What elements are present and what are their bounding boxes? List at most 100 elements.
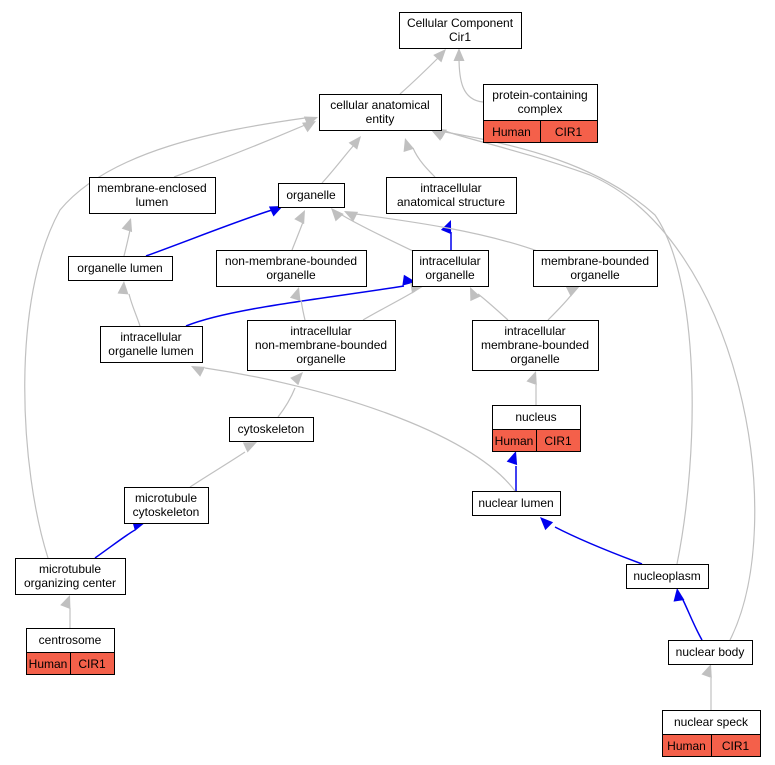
edge-line bbox=[554, 526, 643, 565]
edge-line bbox=[412, 147, 436, 178]
annotation-species: Human bbox=[492, 125, 531, 139]
edge-ns-nb bbox=[701, 664, 712, 710]
edge-line bbox=[355, 213, 541, 253]
arrow-head-icon bbox=[506, 451, 518, 466]
edge-line bbox=[123, 229, 131, 257]
node-label: organelle bbox=[266, 268, 316, 282]
edge-nb-np bbox=[673, 588, 703, 641]
edge-line bbox=[173, 124, 306, 178]
node-box bbox=[229, 417, 314, 442]
arrow-head-icon bbox=[117, 281, 129, 295]
node-label: protein-containing bbox=[492, 88, 587, 102]
node-nl[interactable]: nuclear lumen bbox=[472, 491, 561, 516]
edge-mtoc-cae bbox=[24, 116, 318, 559]
node-label: intracellular bbox=[504, 324, 565, 338]
node-box bbox=[386, 177, 517, 214]
edge-line bbox=[682, 599, 703, 641]
arrow-head-icon bbox=[331, 208, 344, 222]
node-label: non-membrane-bounded bbox=[255, 338, 387, 352]
edge-line bbox=[128, 293, 141, 327]
node-label: organelle bbox=[425, 268, 475, 282]
arrow-head-icon bbox=[290, 372, 303, 386]
node-orgl[interactable]: organelle lumen bbox=[68, 256, 173, 281]
edge-mel-cae bbox=[173, 121, 316, 178]
node-label: intracellular bbox=[290, 324, 351, 338]
node-box bbox=[124, 487, 209, 524]
node-label: complex bbox=[518, 102, 563, 116]
edge-cae-root bbox=[399, 49, 446, 95]
node-box bbox=[626, 564, 709, 589]
node-box bbox=[483, 84, 598, 121]
node-label: nucleoplasm bbox=[633, 569, 700, 583]
annotation-gene: CIR1 bbox=[722, 739, 750, 753]
edge-line bbox=[477, 293, 509, 321]
arrow-head-icon bbox=[403, 138, 415, 153]
edge-mtc-cyto bbox=[189, 442, 257, 488]
node-box bbox=[89, 177, 216, 214]
node-label: organelle bbox=[286, 188, 336, 202]
node-label: organelle lumen bbox=[77, 261, 162, 275]
arrow-head-icon bbox=[60, 595, 71, 610]
node-inmbo[interactable]: intracellularnon-membrane-boundedorganel… bbox=[247, 320, 396, 371]
node-label: Cir1 bbox=[449, 30, 471, 44]
node-box bbox=[412, 250, 489, 287]
arrow-head-icon bbox=[268, 206, 283, 217]
node-label: intracellular bbox=[420, 181, 481, 195]
node-label: organelle bbox=[510, 352, 560, 366]
node-cyto[interactable]: cytoskeleton bbox=[229, 417, 314, 442]
node-box bbox=[68, 256, 173, 281]
node-box bbox=[100, 326, 203, 363]
edge-line bbox=[94, 529, 136, 559]
edge-pcc-root bbox=[453, 48, 484, 103]
edge-line bbox=[277, 387, 296, 418]
edge-line bbox=[399, 55, 441, 95]
node-box bbox=[26, 628, 115, 653]
node-label: Cellular Component bbox=[407, 16, 514, 30]
edge-line bbox=[444, 130, 756, 641]
arrow-head-icon bbox=[294, 210, 305, 225]
edge-line bbox=[300, 299, 306, 321]
edge-orgl-org bbox=[145, 206, 283, 257]
arrow-head-icon bbox=[453, 48, 465, 61]
arrow-head-icon bbox=[303, 116, 318, 127]
arrow-head-icon bbox=[470, 287, 481, 302]
node-box bbox=[668, 640, 753, 665]
node-label: membrane-enclosed bbox=[97, 181, 206, 195]
arrow-head-icon bbox=[565, 286, 580, 297]
edge-line bbox=[547, 293, 573, 321]
edge-line bbox=[189, 451, 246, 488]
node-label: organizing center bbox=[24, 576, 116, 590]
annotation-cell bbox=[536, 429, 581, 452]
edge-line bbox=[362, 290, 416, 321]
node-label: organelle bbox=[570, 268, 620, 282]
annotation-species: Human bbox=[667, 739, 706, 753]
annotation-cell bbox=[711, 734, 761, 757]
node-nb[interactable]: nuclear body bbox=[668, 640, 753, 665]
edge-cent-mtoc bbox=[60, 595, 71, 628]
arrow-head-icon bbox=[433, 49, 446, 63]
arrow-head-icon bbox=[440, 220, 452, 235]
node-np[interactable]: nucleoplasm bbox=[626, 564, 709, 589]
node-box bbox=[247, 320, 396, 371]
edge-line bbox=[185, 285, 405, 327]
node-label: anatomical structure bbox=[397, 195, 505, 209]
node-label: membrane-bounded bbox=[541, 254, 649, 268]
edge-imbo-mbo bbox=[547, 286, 580, 321]
node-box bbox=[216, 250, 367, 287]
node-org[interactable]: organelle bbox=[278, 183, 345, 208]
